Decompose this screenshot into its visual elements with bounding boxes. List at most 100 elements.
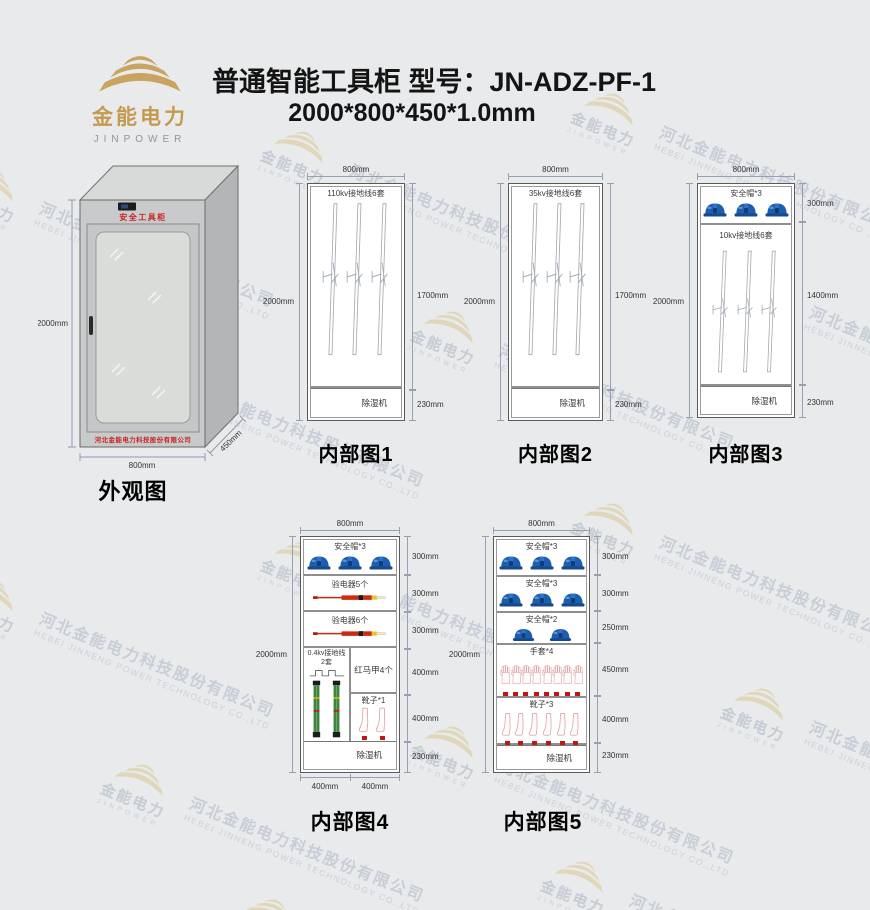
mount-marker: [575, 691, 581, 696]
mount-marker: [533, 691, 539, 696]
dimension-line: [594, 696, 601, 743]
cell-red-vests: 红马甲4个: [351, 648, 396, 695]
dim-label: 2000mm: [448, 650, 480, 659]
cabinet-plate-text: 安全工具柜: [119, 212, 167, 222]
page-title: 普通智能工具柜 型号：JN-ADZ-PF-1: [212, 67, 656, 97]
dimension-line: [493, 527, 590, 534]
dimension-line: [594, 743, 601, 773]
door-glass: [95, 231, 191, 424]
cell-boots: 靴子*1: [351, 694, 396, 741]
dimension-line: [799, 183, 806, 222]
glass-shine-marks: [109, 248, 166, 399]
dim-label: 300mm: [412, 589, 439, 598]
shelf-helmets: 安全帽*3: [497, 540, 586, 577]
ground-rod-icon: [569, 201, 589, 361]
dimension-line: [799, 222, 806, 385]
helmet-icon: [561, 553, 585, 572]
helmet-icon: [530, 553, 554, 572]
exterior-caption: 外观图: [98, 479, 168, 504]
voltage-detector-icon: [313, 593, 387, 602]
dimension-line: [409, 390, 416, 421]
dimension-line: [409, 183, 416, 390]
shelf-helmets: 安全帽*3: [304, 540, 396, 577]
ground-rod-icon: [522, 201, 542, 361]
helmet-icon: [307, 553, 331, 572]
dimension-line: [482, 536, 489, 773]
brand-swoosh-icon: [108, 749, 177, 802]
dimension-line: [307, 173, 405, 180]
dim-label: 800mm: [528, 519, 555, 528]
mount-marker: [564, 691, 570, 696]
dim-label: 300mm: [602, 552, 629, 561]
cabinet-1-caption: 内部图1: [318, 444, 394, 466]
dim-label: 2000mm: [255, 650, 287, 659]
dim-label: 450mm: [602, 665, 629, 674]
cabinet-internal-4: 安全帽*3 验电器5个 验电器6个 0.4kv接地线 2套: [300, 536, 400, 773]
boot-icon: [528, 710, 541, 740]
dimension-line: [594, 575, 601, 611]
exterior-width-dim: 800mm: [129, 461, 156, 470]
dimension-line: [686, 183, 693, 418]
dim-label: 230mm: [602, 751, 629, 760]
dim-label: 230mm: [615, 400, 642, 409]
mount-marker: [518, 740, 524, 745]
page-subtitle-dimensions: 2000*800*450*1.0mm: [288, 99, 536, 127]
ground-rod-icon: [712, 249, 731, 377]
shelf-helmets: 安全帽*3: [497, 577, 586, 613]
glove-icon: [573, 657, 583, 691]
cabinet-internal-3: 安全帽*3 10kv接地线6套 除湿机: [697, 183, 795, 418]
dimension-line: [607, 183, 614, 390]
exterior-height-dim: 2000mm: [38, 319, 68, 328]
shelf-split: 0.4kv接地线 2套 红马甲4个 靴子*1: [304, 648, 396, 741]
ground-rod-icon: [346, 201, 366, 361]
glove-icon: [542, 657, 552, 691]
dimension-line: [594, 643, 601, 696]
helmet-icon: [530, 590, 554, 609]
brand-swoosh-icon: [0, 564, 28, 617]
brand-swoosh-icon: [728, 673, 797, 726]
dimension-line: [404, 612, 411, 649]
dimension-line: [404, 536, 411, 575]
dim-label: 800mm: [336, 519, 364, 528]
boot-icon: [375, 706, 389, 735]
cabinet-5-caption: 内部图5: [503, 811, 583, 834]
boot-icon: [501, 710, 514, 740]
mount-marker: [502, 691, 508, 696]
cabinet-3-caption: 内部图3: [708, 444, 784, 466]
mount-marker: [504, 740, 510, 745]
mount-marker: [544, 691, 550, 696]
grounding-wire-icon: [331, 680, 342, 738]
dimension-line: [300, 527, 400, 534]
shelf-grounding-rods: 110kv接地线6套: [311, 187, 401, 388]
boot-icon: [569, 710, 582, 740]
dim-label: 230mm: [417, 400, 444, 409]
dimension-line: [799, 385, 806, 418]
brand-swoosh-icon: [238, 884, 307, 910]
helmet-icon: [765, 200, 789, 219]
dimension-line: [594, 611, 601, 643]
dim-label: 300mm: [602, 589, 629, 598]
mount-marker: [523, 691, 529, 696]
helmet-icon: [499, 590, 523, 609]
dim-label: 250mm: [602, 623, 629, 632]
shelf-dehumidifier: 除湿机: [512, 388, 599, 417]
brand-name-cn: 金能电力: [92, 106, 188, 129]
dim-label: 1700mm: [615, 291, 647, 300]
exterior-dimension-lines: [68, 199, 247, 461]
shelf-gloves: 手套*4: [497, 645, 586, 698]
dim-label: 300mm: [412, 626, 439, 635]
glove-icon: [521, 657, 531, 691]
dimension-line: [404, 742, 411, 773]
helmet-icon: [561, 590, 585, 609]
shelf-dehumidifier: 除湿机: [701, 386, 791, 414]
dim-label: 800mm: [732, 165, 760, 174]
dim-label: 1400mm: [807, 291, 839, 300]
glove-icon: [531, 657, 541, 691]
ground-rod-icon: [546, 201, 566, 361]
dimension-line: [404, 695, 411, 742]
boot-icon: [514, 710, 527, 740]
dim-label: 400mm: [311, 782, 339, 791]
helmet-icon: [703, 200, 727, 219]
